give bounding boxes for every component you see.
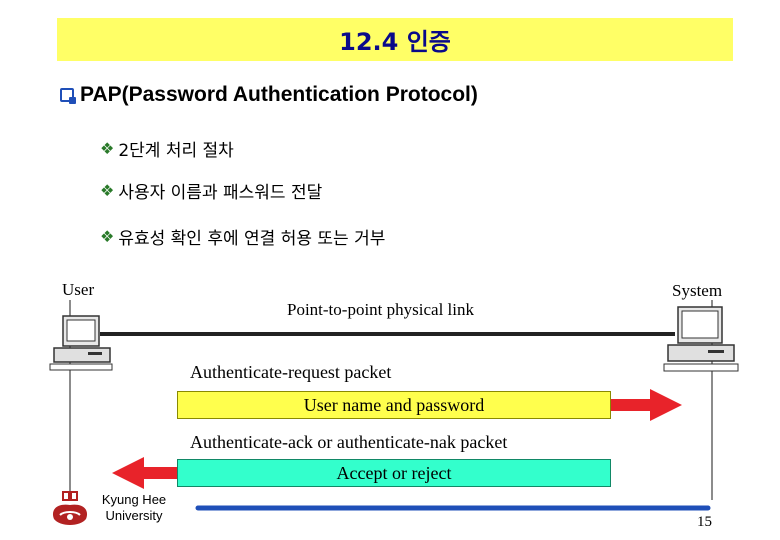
request-arrow (611, 389, 682, 421)
sub-bullet: ❖ 사용자 이름과 패스워드 전달 (100, 178, 322, 203)
system-label: System (672, 281, 723, 300)
reply-arrow (112, 457, 178, 489)
slide-title: 12.4 인증 (339, 28, 451, 56)
university-line-1: Kyung Hee (101, 492, 167, 507)
page-number: 15 (697, 514, 712, 530)
request-packet-label: Authenticate-request packet (190, 362, 392, 382)
university-line-2: University (105, 508, 163, 523)
check-bullet-icon: ❖ (100, 227, 115, 246)
ack-packet-content: Accept or reject (336, 462, 452, 483)
request-packet-content: User name and password (303, 394, 485, 415)
physical-link-label: Point-to-point physical link (287, 300, 474, 319)
user-computer-icon (49, 315, 113, 371)
university-name: Kyung Hee University (94, 492, 174, 524)
square-bullet-icon (60, 88, 76, 104)
sub-bullet: ❖ 2단계 처리 절차 (100, 136, 234, 161)
check-bullet-icon: ❖ (100, 139, 115, 158)
sub-bullet-text: 유효성 확인 후에 연결 허용 또는 거부 (118, 229, 386, 249)
request-packet: User name and password (177, 391, 611, 419)
ack-packet-label: Authenticate-ack or authenticate-nak pac… (190, 432, 508, 452)
ack-packet: Accept or reject (177, 459, 611, 487)
main-bullet-text: PAP(Password Authentication Protocol) (80, 83, 478, 106)
check-bullet-icon: ❖ (100, 181, 115, 200)
title-bar: 12.4 인증 (57, 18, 733, 61)
university-emblem-icon (52, 491, 88, 525)
sub-bullet-text: 2단계 처리 절차 (118, 141, 234, 161)
main-bullet: PAP(Password Authentication Protocol) (60, 83, 478, 107)
sub-bullet: ❖ 유효성 확인 후에 연결 허용 또는 거부 (100, 224, 385, 249)
system-computer-icon (663, 306, 739, 372)
user-label: User (62, 280, 95, 299)
sub-bullet-text: 사용자 이름과 패스워드 전달 (118, 183, 323, 203)
